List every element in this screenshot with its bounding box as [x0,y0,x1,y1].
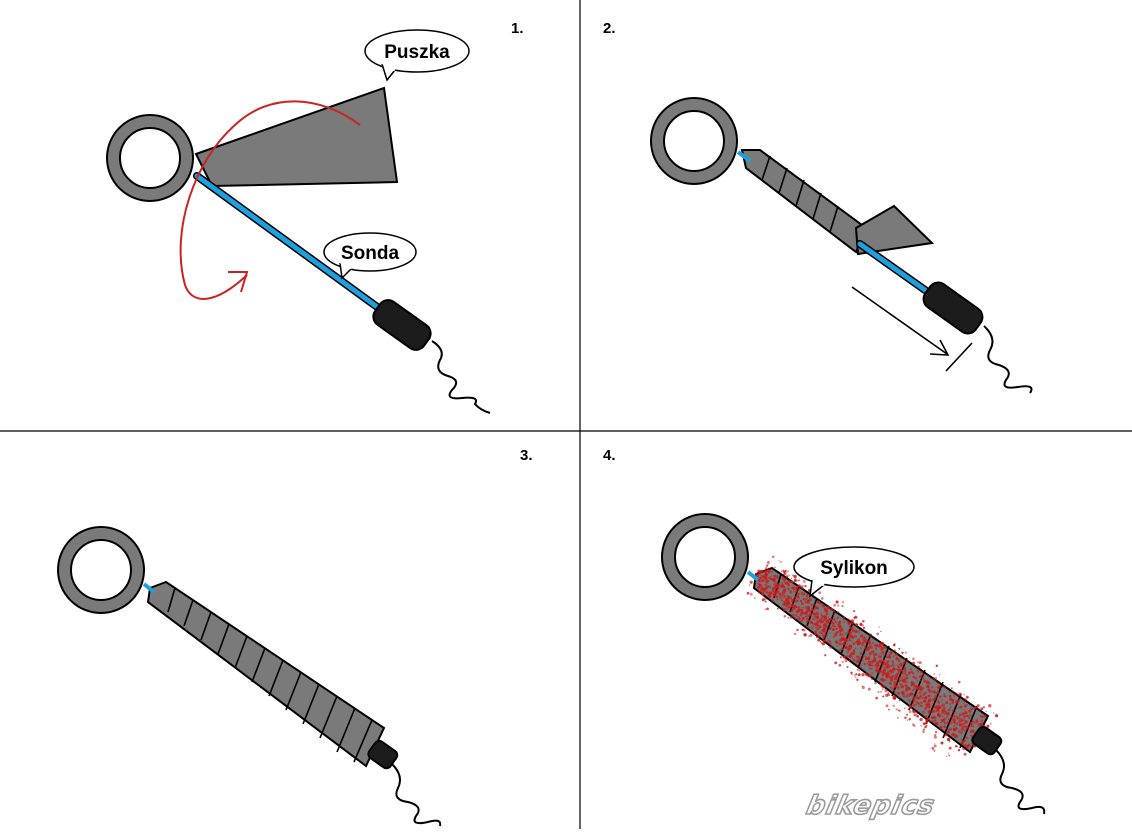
rolled-can-grooves [761,155,839,233]
rotation-arrow-head [228,271,249,293]
push-arrow [851,286,948,355]
probe-stub [142,582,156,594]
sensor-cable [431,340,491,414]
ring-hole [674,526,736,588]
probe-label-bubble: Sonda [323,232,417,280]
rolled-can [740,149,868,254]
rolled-can-grooves [167,587,373,763]
rolled-can [146,580,386,768]
panel-4-number: 4. [603,447,616,464]
sensor-cable [983,325,1033,394]
push-arrow-head [929,339,950,356]
probe-stub [746,570,760,582]
panel-1: 1. Puszka Sonda [106,20,524,414]
can-label-bubble: Puszka [364,29,470,82]
panel-4: 4. Sylikon [603,447,1046,822]
panel-3: 3. [57,447,533,827]
sensor-cable [391,763,442,827]
sensor-body [372,299,432,351]
probe-wire [194,173,383,312]
panel-3-number: 3. [520,447,533,464]
sensor-body [367,739,399,770]
rotation-arrow [179,100,361,300]
silicone-coating [746,555,999,757]
probe-stub [736,150,752,163]
silicone-label-bubble: Sylikon [793,546,915,598]
probe-wire [857,241,928,293]
ring-hole [70,539,132,601]
watermark-logo: bikepics [804,791,938,821]
sensor-body [971,725,1003,756]
ring-hole [119,127,181,189]
can-label: Puszka [384,42,450,63]
silicone-label: Sylikon [820,558,888,579]
panel-1-number: 1. [511,20,524,37]
sensor-cable [995,749,1046,815]
probe-label: Sonda [341,243,399,264]
sensor-body [922,281,984,335]
rolled-can [752,566,990,754]
panel-2: 2. [603,20,1033,394]
stop-line [945,342,973,372]
ring-hole [663,110,725,172]
can-wedge [194,86,399,188]
panel-2-number: 2. [603,20,616,37]
